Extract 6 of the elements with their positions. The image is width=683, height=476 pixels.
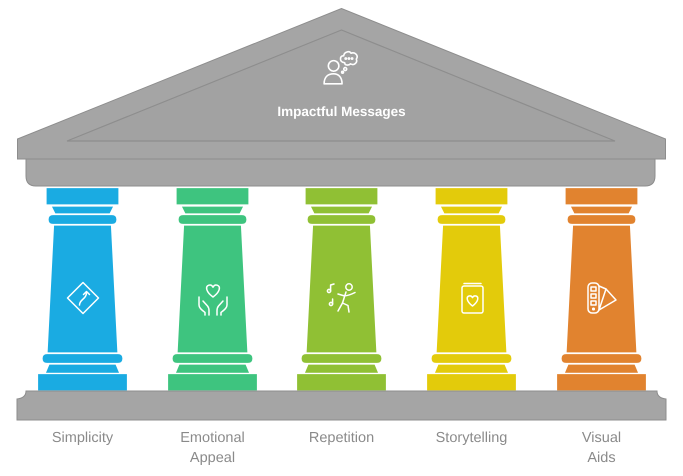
pillar-label: Visual Aids (581, 429, 622, 468)
roof-title: Impactful Messages (277, 104, 406, 119)
pillar-label: Storytelling (435, 429, 508, 448)
pillar-label: Simplicity (51, 429, 114, 448)
pillar-label: Emotional Appeal (180, 429, 246, 468)
pillar-label: Repetition (308, 429, 375, 448)
